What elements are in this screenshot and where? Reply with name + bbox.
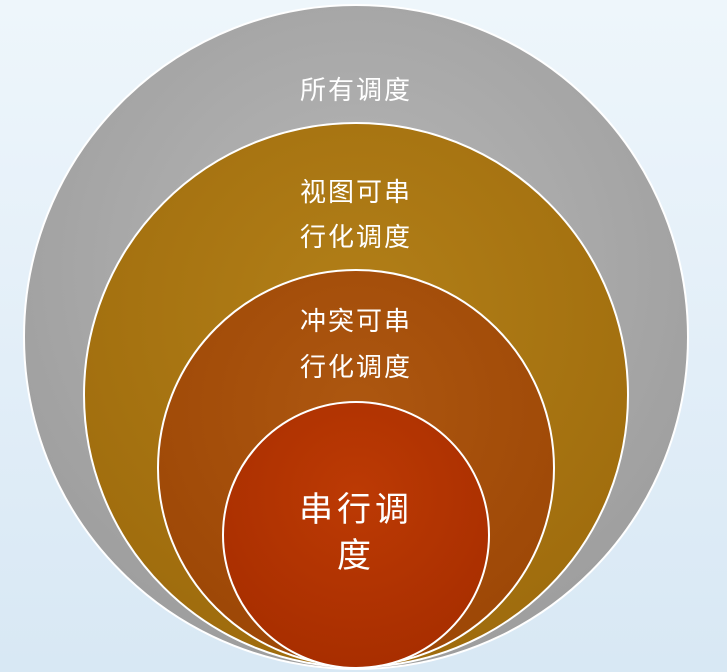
label-conflict-line1: 冲突可串 xyxy=(300,307,412,337)
label-view-line2: 行化调度 xyxy=(300,223,412,253)
circle-serial xyxy=(222,401,490,669)
label-conflict-line2: 行化调度 xyxy=(300,353,412,383)
label-all-schedules: 所有调度 xyxy=(300,76,412,106)
label-view-line1: 视图可串 xyxy=(300,178,412,208)
label-serial-line1: 串行调 xyxy=(299,490,413,530)
label-serial-line2: 度 xyxy=(337,536,375,576)
